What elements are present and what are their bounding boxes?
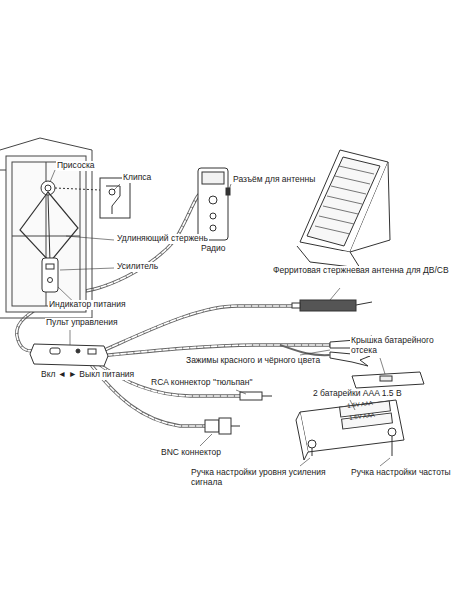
part-label: Радио xyxy=(200,244,227,254)
part-label: Разъём для антенны xyxy=(232,175,316,185)
part-label: Крышка батарейного отсека xyxy=(350,336,456,356)
part-label: 2 батарейки AAA 1.5 В xyxy=(312,389,403,399)
part-label: Усилитель xyxy=(116,262,159,272)
part-label: Ручка настройки частоты xyxy=(350,468,452,478)
part-label: Присоска xyxy=(56,161,96,171)
part-label: Индикатор питания xyxy=(48,300,127,310)
part-label: Клипса xyxy=(122,173,152,183)
part-label: Удлиняющий стержень xyxy=(116,234,209,244)
part-label: BNC коннектор xyxy=(160,448,222,458)
part-label: Ручка настройки уровня усиления сигнала xyxy=(190,468,342,488)
part-label: Пульт управления xyxy=(45,318,119,328)
part-label: Вкл ◄ ► Выкл питания xyxy=(40,370,135,380)
part-label: Ферритовая стержневая антенна для ДВ/СВ xyxy=(272,266,454,276)
part-label: Зажимы красного и чёрного цвета xyxy=(185,356,321,366)
part-label: RCA коннектор "тюльпан" xyxy=(150,378,253,388)
